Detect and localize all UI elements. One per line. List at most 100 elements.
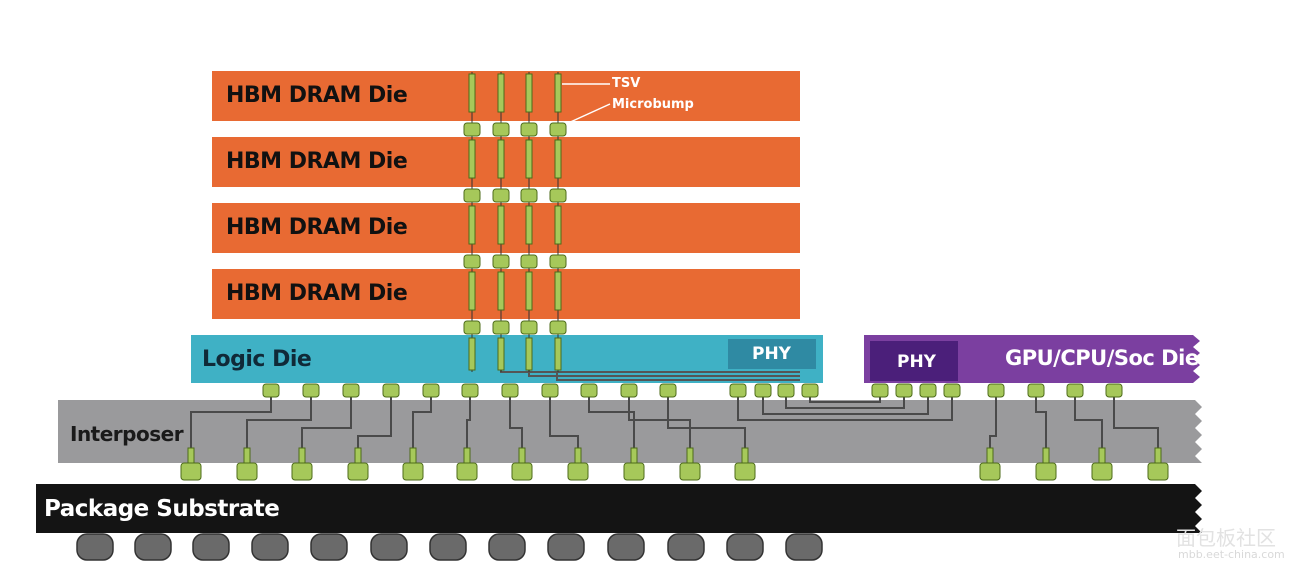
dram-die-2 bbox=[212, 137, 800, 187]
interposer-wire bbox=[1035, 397, 1047, 448]
c4-bump bbox=[291, 462, 313, 481]
microbump bbox=[754, 383, 772, 398]
interposer-wire bbox=[549, 397, 579, 448]
hbm-dram-stack bbox=[212, 71, 800, 319]
interposer-wire bbox=[466, 397, 471, 448]
tsv bbox=[525, 337, 533, 371]
tsv bbox=[630, 447, 638, 464]
soc-die-label: GPU/CPU/Soc Die bbox=[1005, 346, 1199, 370]
c4-bump bbox=[236, 462, 258, 481]
tsv bbox=[298, 447, 306, 464]
tsv bbox=[243, 447, 251, 464]
microbump bbox=[729, 383, 747, 398]
microbump bbox=[541, 383, 559, 398]
tsv bbox=[463, 447, 471, 464]
microbump bbox=[520, 188, 538, 203]
microbump bbox=[1027, 383, 1045, 398]
tsv bbox=[468, 337, 476, 371]
microbump bbox=[463, 188, 481, 203]
tsv bbox=[468, 271, 476, 311]
soc-phy-block bbox=[870, 341, 958, 381]
tsv bbox=[525, 73, 533, 113]
dram-die-3-label: HBM DRAM Die bbox=[226, 215, 408, 240]
tsv bbox=[1098, 447, 1106, 464]
microbump bbox=[342, 383, 360, 398]
wiring bbox=[190, 364, 1159, 448]
c4-bump bbox=[734, 462, 756, 481]
microbump bbox=[262, 383, 280, 398]
tsv bbox=[1154, 447, 1162, 464]
microbump bbox=[549, 254, 567, 269]
solder-ball bbox=[429, 533, 467, 561]
watermark-brand: 面包板社区 bbox=[1176, 526, 1276, 550]
microbump bbox=[895, 383, 913, 398]
interposer-wire bbox=[301, 397, 352, 448]
interposer-label: Interposer bbox=[70, 422, 184, 446]
microbump bbox=[492, 254, 510, 269]
c4-bump bbox=[679, 462, 701, 481]
solder-ball bbox=[370, 533, 408, 561]
c4-bump bbox=[623, 462, 645, 481]
tsv bbox=[497, 337, 505, 371]
solder-ball bbox=[667, 533, 705, 561]
interposer-wire bbox=[1074, 397, 1103, 448]
interposer-wire bbox=[588, 397, 635, 448]
dram-die-1-label: HBM DRAM Die bbox=[226, 83, 408, 108]
microbump bbox=[580, 383, 598, 398]
substrate-label: Package Substrate bbox=[44, 496, 280, 522]
microbump bbox=[777, 383, 795, 398]
tsv bbox=[468, 73, 476, 113]
bump-array bbox=[180, 122, 1169, 481]
microbump bbox=[520, 122, 538, 137]
microbump bbox=[520, 254, 538, 269]
microbump bbox=[549, 320, 567, 335]
solder-ball bbox=[547, 533, 585, 561]
microbump bbox=[620, 383, 638, 398]
microbump bbox=[461, 383, 479, 398]
tsv bbox=[518, 447, 526, 464]
tsv bbox=[686, 447, 694, 464]
microbump bbox=[302, 383, 320, 398]
microbump bbox=[492, 188, 510, 203]
solder-ball bbox=[134, 533, 172, 561]
solder-ball bbox=[251, 533, 289, 561]
soc-phy-label: PHY bbox=[897, 352, 936, 372]
microbump bbox=[520, 320, 538, 335]
c4-bump bbox=[456, 462, 478, 481]
interposer-wire bbox=[357, 397, 392, 448]
microbump bbox=[463, 122, 481, 137]
dram-die-3 bbox=[212, 203, 800, 253]
phy-link bbox=[762, 397, 929, 415]
tsv bbox=[468, 139, 476, 179]
interposer-wire bbox=[989, 397, 997, 448]
microbump bbox=[549, 122, 567, 137]
tsv bbox=[741, 447, 749, 464]
microbump bbox=[871, 383, 889, 398]
interposer-wire bbox=[412, 397, 432, 448]
phy-link bbox=[785, 397, 905, 409]
interposer-wire bbox=[628, 397, 691, 448]
tsv bbox=[1042, 447, 1050, 464]
microbump bbox=[422, 383, 440, 398]
tsv bbox=[187, 447, 195, 464]
microbump bbox=[463, 254, 481, 269]
tsv bbox=[354, 447, 362, 464]
microbump bbox=[943, 383, 961, 398]
tsv-callout: TSV bbox=[612, 76, 641, 91]
tsv bbox=[497, 139, 505, 179]
tsv bbox=[554, 271, 562, 311]
solder-ball bbox=[76, 533, 114, 561]
microbump bbox=[1066, 383, 1084, 398]
dram-die-2-label: HBM DRAM Die bbox=[226, 149, 408, 174]
microbump-callout-line bbox=[565, 103, 611, 125]
microbump bbox=[492, 122, 510, 137]
watermark-site: mbb.eet-china.com bbox=[1178, 548, 1285, 561]
logic-phy-label: PHY bbox=[752, 344, 791, 364]
microbump bbox=[382, 383, 400, 398]
microbump bbox=[987, 383, 1005, 398]
c4-bump bbox=[180, 462, 202, 481]
solder-ball bbox=[726, 533, 764, 561]
microbump bbox=[801, 383, 819, 398]
c4-bump bbox=[1035, 462, 1057, 481]
dram-die-4 bbox=[212, 269, 800, 319]
